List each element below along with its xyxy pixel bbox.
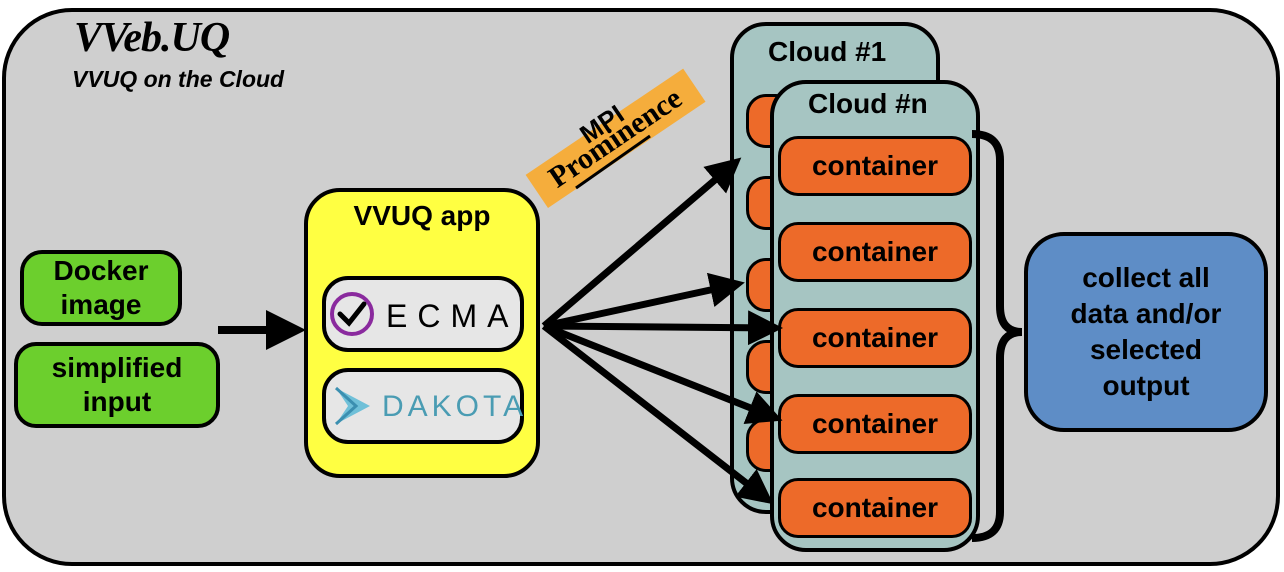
output-label: collect all data and/or selected output: [1070, 262, 1222, 401]
container-label: container: [811, 236, 939, 267]
container-node: container: [778, 394, 972, 454]
cloud-n-label: Cloud #n: [808, 88, 928, 119]
app-to-container-arrow: [543, 310, 783, 346]
vvuq-app-label: VVUQ app: [353, 200, 491, 231]
cloud-1-label: Cloud #1: [768, 36, 887, 67]
app-to-container-arrow: [543, 272, 745, 330]
dakota-logo-box: DAKOTA: [322, 368, 524, 444]
page-subtitle: VVUQ on the Cloud: [72, 66, 285, 92]
container-node: container: [778, 478, 972, 538]
app-to-container-arrow: [542, 322, 783, 424]
page-title: VVeb.UQ: [74, 15, 230, 61]
ecma-logo-text: ECMA: [386, 298, 519, 334]
container-node: container: [778, 222, 972, 282]
container-node: container: [778, 308, 972, 368]
docker-image-label: Docker image: [53, 255, 149, 320]
app-to-container-arrow: [541, 157, 742, 329]
mpi-strike-line: [575, 134, 651, 190]
simplified-input-node: simplified input: [14, 342, 220, 428]
output-node: collect all data and/or selected output: [1024, 232, 1268, 432]
container-label: container: [811, 408, 939, 439]
container-label: container: [811, 492, 939, 523]
ecma-logo-box: ECMA: [322, 276, 524, 352]
container-label: container: [811, 150, 939, 181]
dakota-arrow-icon: [334, 386, 370, 426]
dakota-logo-text: DAKOTA: [382, 390, 528, 423]
docker-image-node: Docker image: [20, 250, 182, 326]
container-label: container: [811, 322, 939, 353]
container-node: container: [778, 136, 972, 196]
ecma-check-icon: [330, 292, 374, 336]
simplified-input-label: simplified input: [51, 352, 183, 417]
collect-brace: [971, 130, 1023, 542]
app-to-container-arrow: [541, 323, 774, 505]
